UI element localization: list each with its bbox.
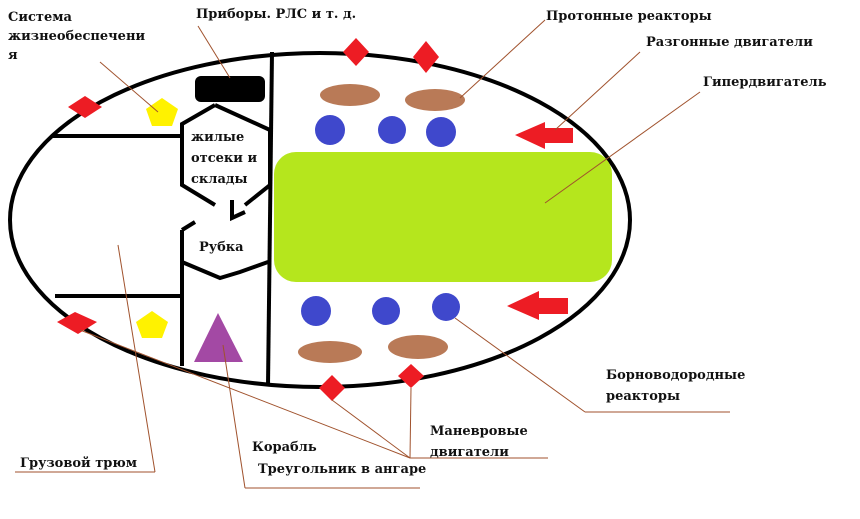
life-support-units	[136, 98, 178, 338]
boron-hydrogen-reactors	[301, 115, 460, 326]
proton-reactors	[298, 84, 465, 363]
label-cargo-hold: Грузовой трюм	[20, 456, 137, 471]
instruments-block	[195, 76, 265, 102]
label-maneuver-engines: Маневровые двигатели	[430, 424, 528, 460]
label-triangle-hangar: Треугольник в ангаре	[258, 462, 427, 477]
label-cockpit: Рубка	[199, 240, 244, 255]
label-life-support: Система жизнеобеспечени я	[8, 10, 146, 63]
label-boron-hydrogen-reactors: Борноводородные реакторы	[606, 368, 746, 404]
label-instruments: Приборы. РЛС и т. д.	[196, 7, 357, 22]
booster-engine-arrows	[507, 122, 573, 320]
label-hyperdrive: Гипердвигатель	[703, 75, 827, 90]
label-proton-reactors: Протонные реакторы	[546, 9, 712, 24]
hyperdrive	[274, 152, 612, 282]
maneuver-engines	[57, 38, 439, 401]
label-booster-engines: Разгонные двигатели	[646, 35, 813, 50]
internal-walls	[52, 51, 274, 387]
leader-lines	[15, 19, 730, 489]
ship-triangle	[194, 313, 243, 362]
label-living-quarters: жилые отсеки и склады	[191, 130, 258, 187]
label-ship: Корабль	[252, 440, 317, 455]
